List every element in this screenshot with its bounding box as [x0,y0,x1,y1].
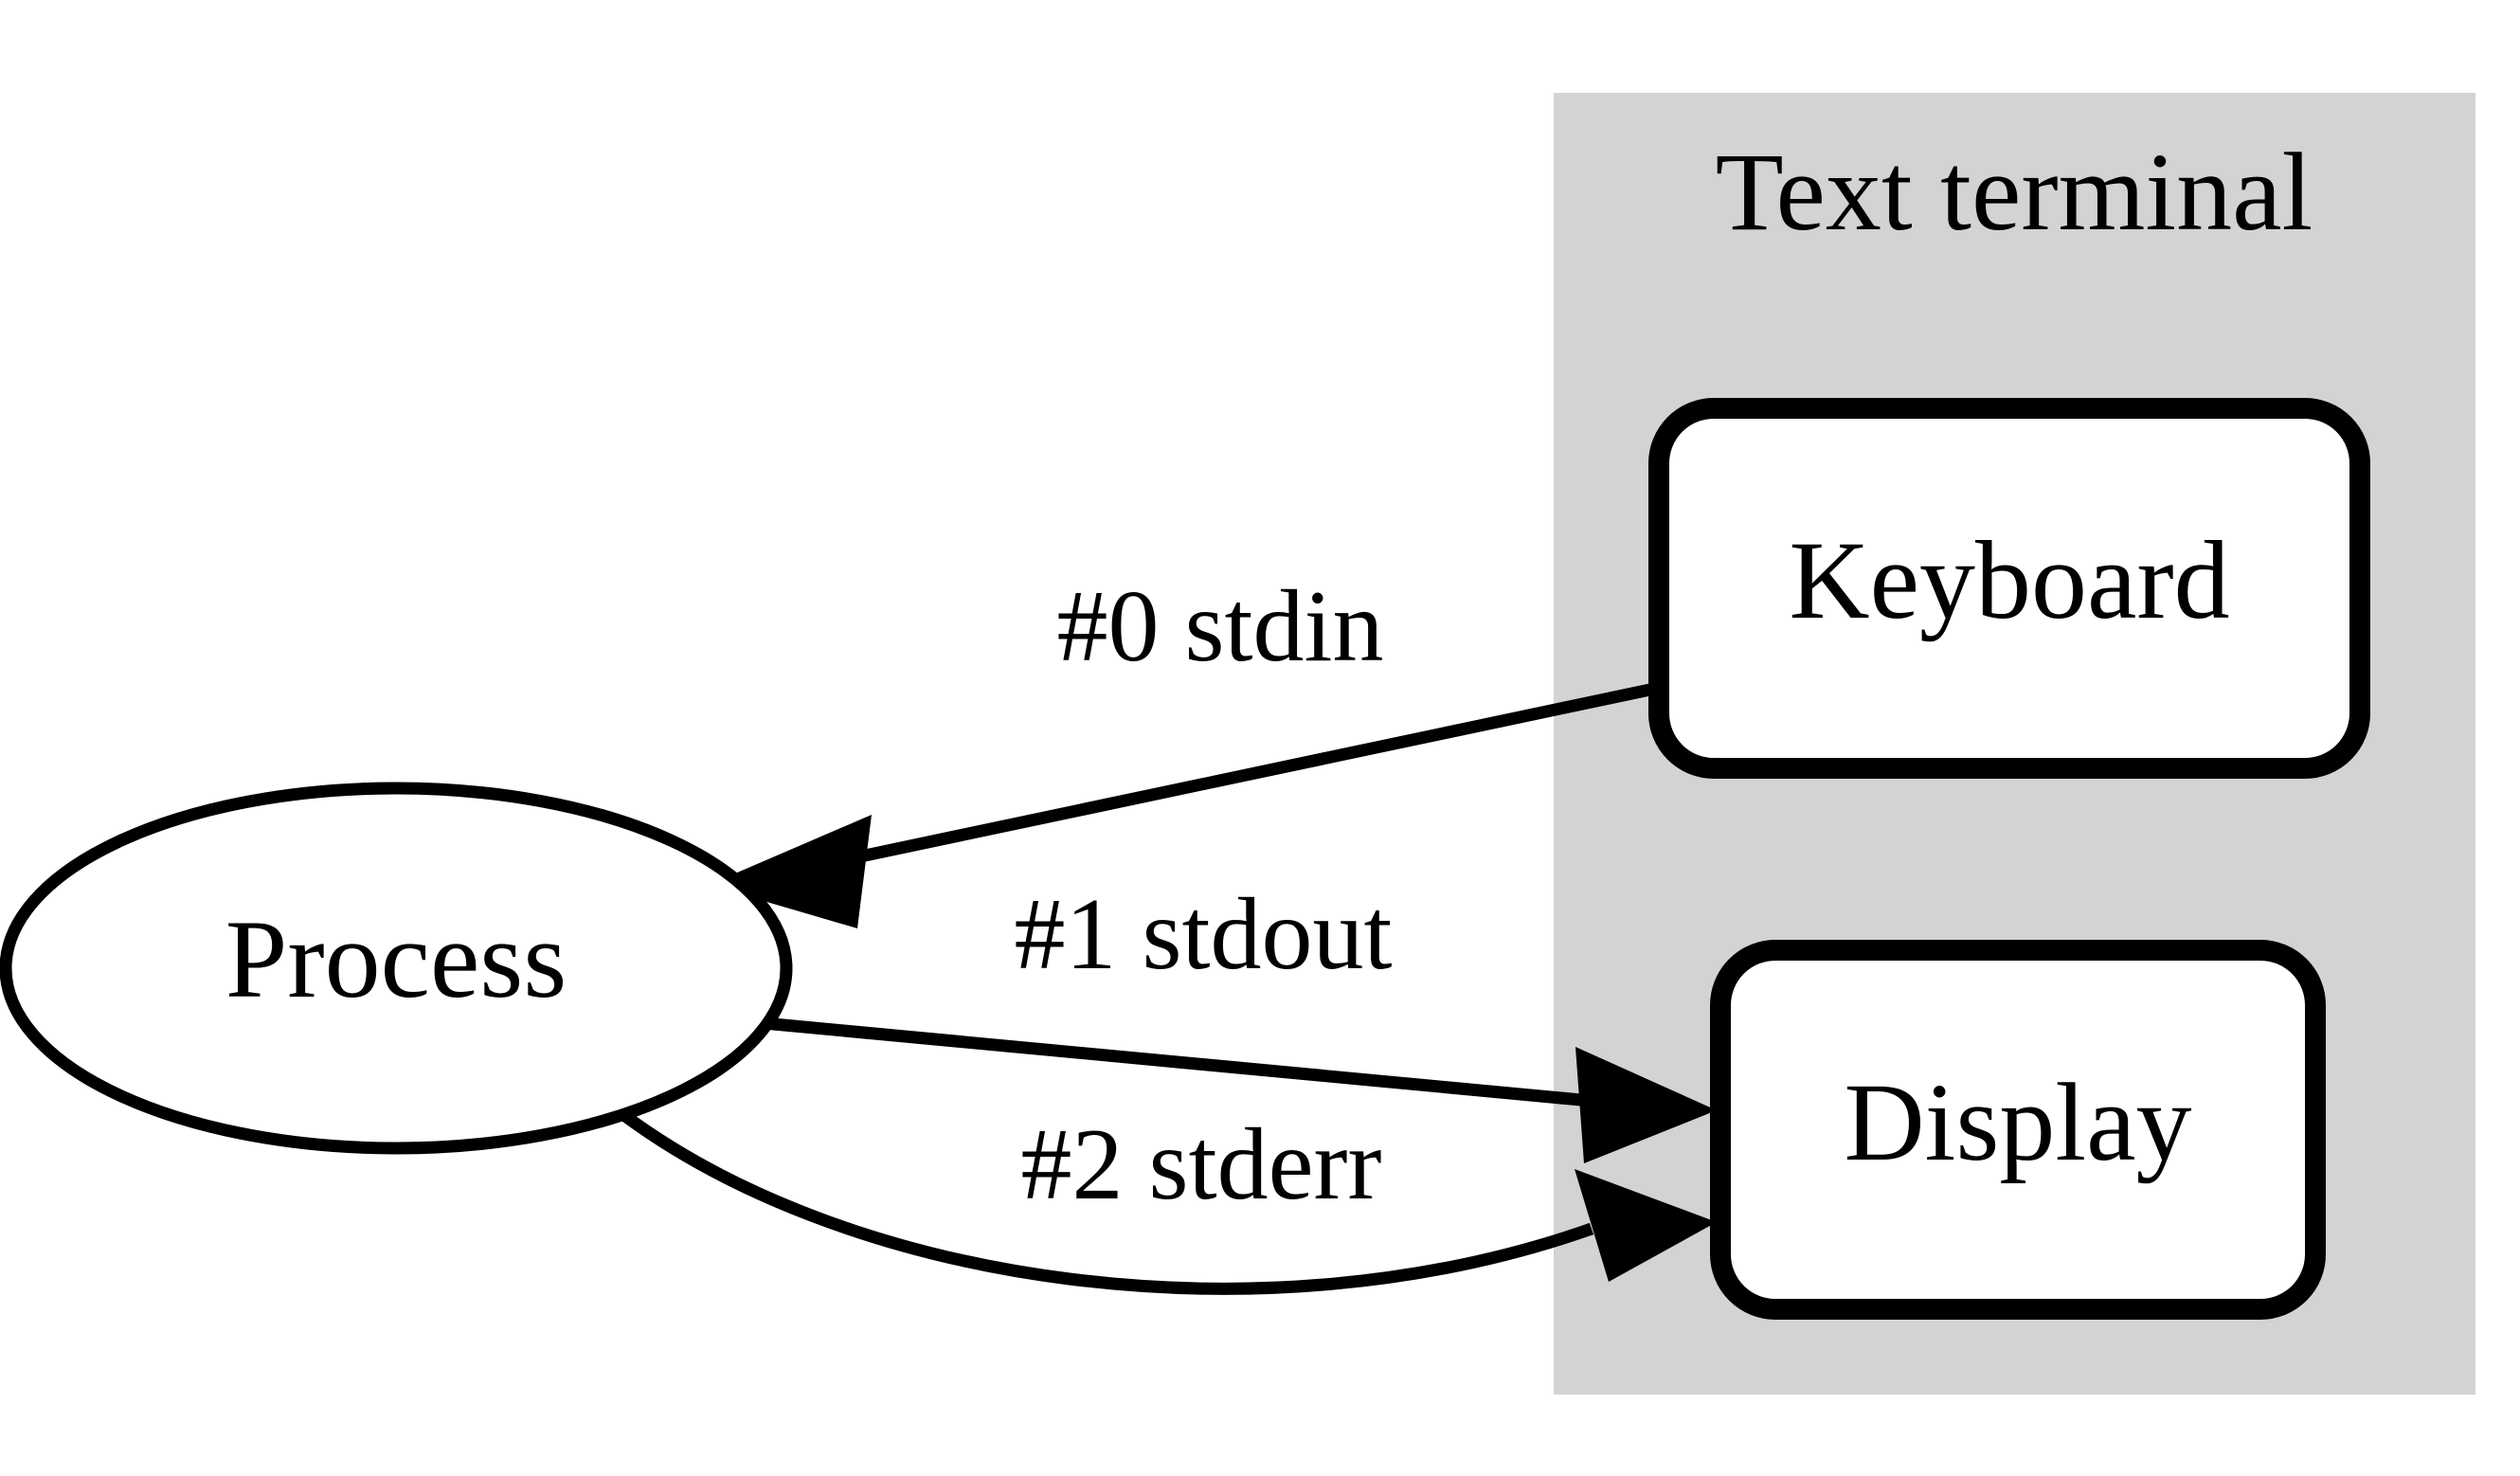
edge-stdin: #0 stdin [709,570,1661,928]
node-keyboard-label: Keyboard [1789,518,2229,642]
node-display[interactable]: Display [1710,940,2326,1320]
edge-stdin-line [832,681,1661,869]
node-display-shape[interactable] [1710,940,2326,1320]
cluster-text-terminal-label: Text terminal [1716,130,2313,254]
edge-stdin-arrowhead [709,815,872,928]
node-keyboard-shape[interactable] [1648,398,2370,779]
edge-stdout-label: #1 stdout [1014,878,1392,991]
node-process-label: Process [225,897,567,1021]
edge-stderr-arrowhead [1575,1169,1717,1282]
node-process[interactable]: Process [0,782,793,1155]
node-keyboard[interactable]: Keyboard [1648,398,2370,779]
edge-stdout-arrowhead [1575,1047,1717,1163]
edge-stdout: #1 stdout [763,878,1717,1163]
node-display-label: Display [1844,1060,2191,1184]
edge-stderr-line [621,1110,1594,1295]
edge-stdout-line [763,1017,1602,1108]
edge-stderr: #2 stderr [621,1108,1717,1295]
edge-stdin-label: #0 stdin [1056,570,1383,683]
node-process-shape[interactable] [0,782,793,1155]
edge-stderr-label: #2 stderr [1021,1108,1382,1221]
